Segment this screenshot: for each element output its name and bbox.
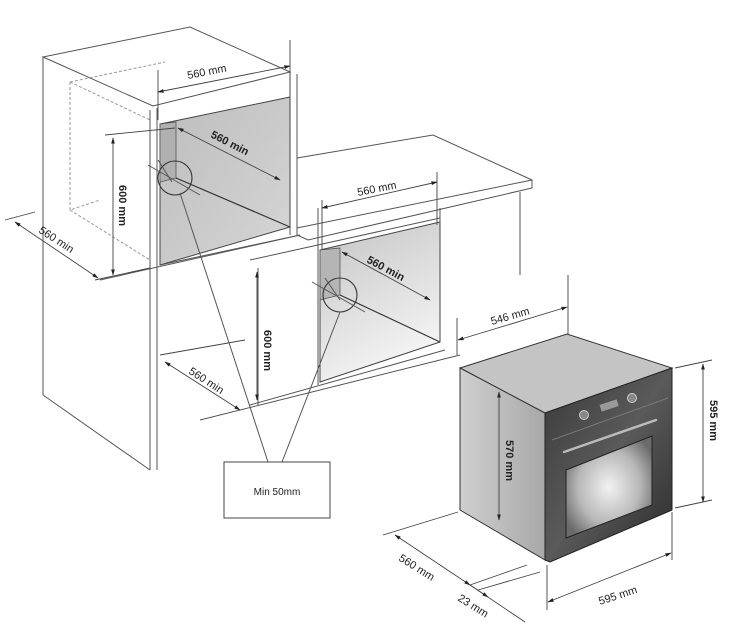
oven-body-height-dimension: 570 mm [497,391,515,521]
min-gap-note-box: Min 50mm [223,461,331,519]
lower-height-label: 600 mm [261,330,273,371]
upper-width-label: 560 mm [186,63,227,82]
oven-window [565,435,653,539]
min-gap-note-text: Min 50mm [254,487,301,498]
left-knob [579,410,589,420]
lower-side-depth-dimension: 560 min [159,339,246,411]
oven-appliance [458,333,674,563]
oven-front-thickness-label: 23 mm [455,592,490,620]
upper-height-dimension: 600 mm [94,127,176,281]
lower-cavity [319,221,441,383]
lower-side-depth-label: 560 min [186,365,225,396]
upper-cabinet [41,26,301,471]
display-panel [599,399,619,412]
upper-height-label: 600 mm [116,185,128,226]
oven-front-height-label: 595 mm [707,400,719,441]
oven-front-thickness-dimension: 23 mm [455,564,541,623]
oven-side-depth-dimension: 560 mm [382,511,471,586]
oven-front-height-dimension: 595 mm [674,359,719,509]
upper-gap-detail-circle [147,159,201,196]
oven-side-depth-label: 560 mm [396,552,436,583]
oven-front-width-label: 595 mm [597,584,639,608]
upper-cavity [159,96,291,266]
lower-height-dimension: 600 mm [255,271,273,401]
upper-side-depth-dimension: 560 min [4,211,99,279]
right-knob [627,393,637,403]
oven-body-height-label: 570 mm [503,440,515,481]
door-handle [562,418,658,454]
note-leader-lines [179,192,341,463]
